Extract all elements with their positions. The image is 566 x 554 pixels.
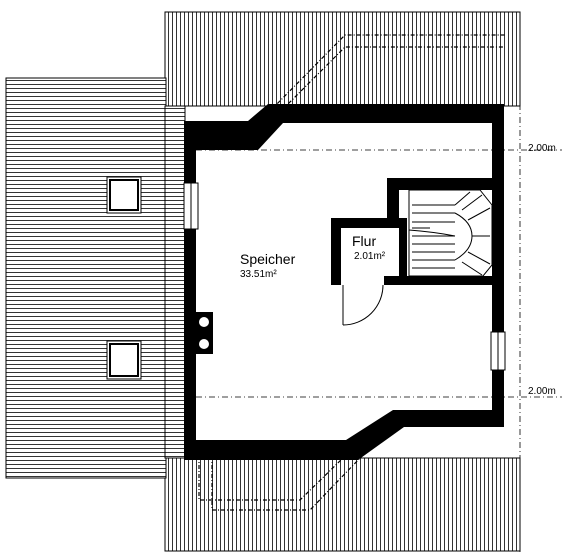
hallway-walls bbox=[331, 178, 492, 285]
roof-top bbox=[164, 11, 521, 107]
dimension-label-top: 2.00m bbox=[528, 143, 556, 154]
room-name-flur: Flur bbox=[352, 233, 376, 249]
dimension-lines bbox=[196, 104, 562, 552]
staircase bbox=[408, 189, 493, 277]
dimension-label-bottom: 2.00m bbox=[528, 386, 556, 397]
right-window bbox=[490, 331, 506, 371]
dormer-top-outline bbox=[270, 34, 505, 111]
room-area-speicher: 33.51m² bbox=[240, 269, 277, 280]
chimney bbox=[194, 312, 213, 354]
door-swing bbox=[342, 284, 384, 326]
roof-bottom bbox=[164, 457, 521, 552]
roof-left bbox=[5, 77, 167, 479]
dormer-bottom-outline bbox=[198, 455, 363, 511]
roof-left-overlap bbox=[164, 105, 186, 459]
room-area-flur: 2.01m² bbox=[354, 251, 386, 262]
left-window bbox=[183, 182, 199, 230]
skylight-lower bbox=[106, 340, 142, 380]
room-name-speicher: Speicher bbox=[240, 251, 296, 267]
skylight-upper bbox=[106, 176, 142, 214]
